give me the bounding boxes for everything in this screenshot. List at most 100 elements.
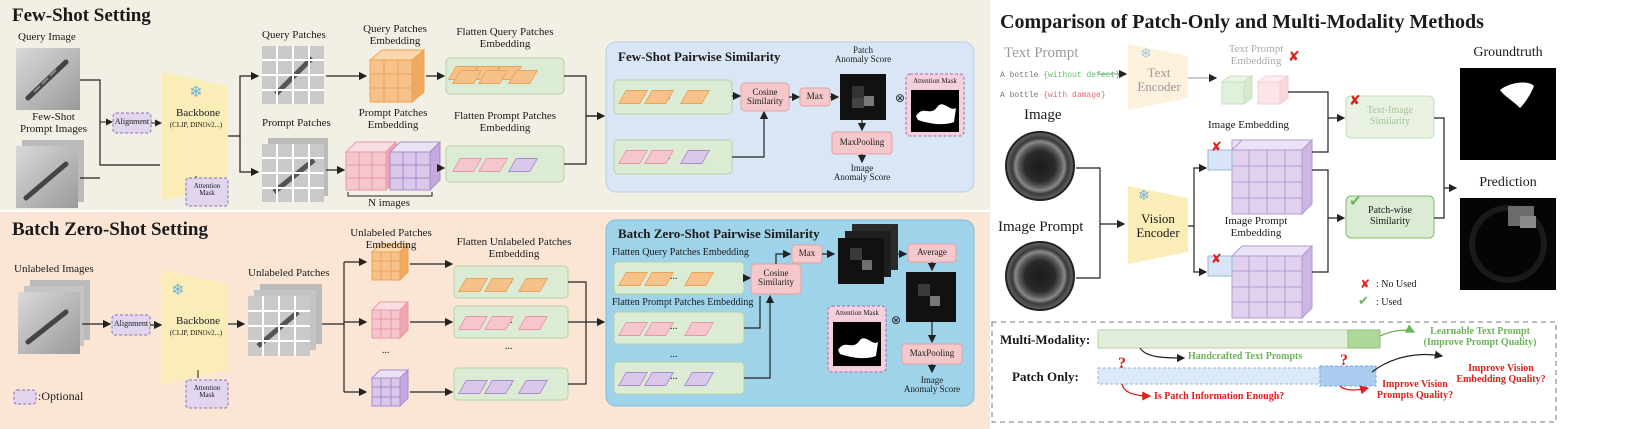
snowflake-icon-zs: ❄ <box>171 280 185 299</box>
token-group <box>617 372 675 386</box>
backbone-shape <box>162 72 228 200</box>
multi-modality-bar <box>1097 329 1349 349</box>
token <box>483 316 515 330</box>
check-icon: ✔ <box>1349 192 1362 210</box>
alignment-box-zs <box>111 314 151 336</box>
token-group <box>507 70 539 84</box>
cosine-label-zs: Cosine Similarity <box>758 268 794 288</box>
unlabeled-cube-orange <box>370 242 410 282</box>
question-icon: ? <box>1340 352 1348 369</box>
max-label: Max <box>806 91 824 101</box>
flatten-query-label: Flatten Query Patches Embedding <box>456 26 554 50</box>
attention-mask-label-zs: Attention Mask <box>193 384 221 400</box>
handcrafted-label: Handcrafted Text Prompts <box>1188 351 1303 362</box>
improve-vision-prompts-label: Improve Vision Prompts Quality? <box>1376 379 1454 401</box>
groundtruth-image <box>1460 68 1556 160</box>
token-group <box>679 90 711 104</box>
token-group <box>457 316 515 330</box>
attention-mask-box-label: Attention Mask <box>913 77 957 85</box>
text-image-sim-box <box>1345 95 1435 139</box>
svg-text:❄: ❄ <box>1140 46 1152 62</box>
text-encoder-label: Text Encoder <box>1137 65 1181 94</box>
alignment-label-zs: Alignment <box>113 319 149 328</box>
token <box>517 278 549 292</box>
token <box>617 90 649 104</box>
image-prompt-bottle <box>1005 241 1075 311</box>
average-anomaly-map <box>906 272 956 322</box>
patch-only-label: Patch Only: <box>1012 369 1079 384</box>
token-group <box>517 316 549 330</box>
svg-text:⊗: ⊗ <box>891 313 901 327</box>
image-embedding-cube <box>1207 138 1314 216</box>
flatten-prompt-label: Flatten Prompt Patches Embedding <box>453 110 557 134</box>
token <box>617 322 649 336</box>
image-score-label-zs: Image Anomaly Score <box>903 375 961 395</box>
backbone-sub-label-zs: (CLIP, DINOv2...) <box>169 329 223 337</box>
alignment-label: Alignment <box>114 117 150 126</box>
unlabeled-images <box>18 280 90 354</box>
text-image-sim-label: Text-Image Similarity <box>1367 105 1413 127</box>
legend-check-icon: ✔ <box>1358 294 1369 309</box>
token <box>477 70 509 84</box>
token <box>451 70 483 84</box>
query-image-label: Query Image <box>18 31 76 43</box>
token <box>477 158 509 172</box>
token <box>457 380 489 394</box>
bottom-comparison-box <box>991 321 1557 423</box>
prompt-patches-grid <box>262 138 328 202</box>
text-prompt-embed-label: Text Prompt Embedding <box>1228 43 1284 67</box>
legend-used: : Used <box>1376 297 1402 308</box>
prediction-label: Prediction <box>1479 175 1537 190</box>
query-image <box>16 48 80 110</box>
token-group <box>451 158 509 172</box>
token <box>679 90 711 104</box>
backbone-shape-zs <box>162 270 228 384</box>
token-group <box>457 278 515 292</box>
ellipsis: ... <box>505 341 513 352</box>
patch-info-label: Is Patch Information Enough? <box>1154 391 1285 402</box>
token-group <box>683 322 715 336</box>
vision-encoder-label: Vision Encoder <box>1136 211 1180 240</box>
unlabeled-embed-label: Unlabeled Patches Embedding <box>350 227 432 251</box>
token-group <box>679 150 711 164</box>
token <box>617 272 649 286</box>
token-group <box>683 272 715 286</box>
token-group <box>617 150 675 164</box>
average-label: Average <box>917 247 947 257</box>
n-images-label: N images <box>368 197 410 209</box>
backbone-label: Backbone <box>176 107 220 119</box>
token <box>683 372 715 386</box>
token-group <box>517 380 549 394</box>
image-prompt-embed-label: Image Prompt Embedding <box>1224 215 1288 239</box>
token <box>517 316 549 330</box>
cross-icon: ✘ <box>1349 93 1361 109</box>
query-patches-label: Query Patches <box>262 29 326 41</box>
token-group <box>507 158 539 172</box>
token <box>457 278 489 292</box>
ellipsis: ... <box>670 349 678 360</box>
query-patches-grid <box>262 46 324 104</box>
backbone-sub-label: (CLIP, DINOv2...) <box>169 121 223 129</box>
image-prompt-label: Image Prompt <box>998 219 1084 235</box>
patch-score-label: Patch Anomaly Score <box>834 45 892 65</box>
zero-shot-title: Batch Zero-Shot Setting <box>12 219 208 240</box>
svg-text:❄: ❄ <box>1138 188 1150 204</box>
token-group <box>617 90 675 104</box>
prompt-embed-label: Prompt Patches Embedding <box>358 107 428 131</box>
anomaly-maps-stack <box>838 224 898 284</box>
token <box>483 380 515 394</box>
attention-mask-box-zs <box>185 379 229 409</box>
token <box>507 70 539 84</box>
few-shot-title: Few-Shot Setting <box>12 5 151 26</box>
token <box>683 272 715 286</box>
token <box>457 316 489 330</box>
code-line-1: A bottle {without defect} <box>1000 71 1121 80</box>
token <box>643 272 675 286</box>
optional-label: :Optional <box>38 389 84 403</box>
token-group <box>617 272 675 286</box>
text-prompt-label: Text Prompt <box>1004 45 1079 61</box>
attention-mask-image-zs <box>833 322 881 366</box>
groundtruth-label: Groundtruth <box>1473 45 1543 60</box>
token <box>679 150 711 164</box>
learnable-label: Learnable Text Prompt (Improve Prompt Qu… <box>1423 326 1537 348</box>
